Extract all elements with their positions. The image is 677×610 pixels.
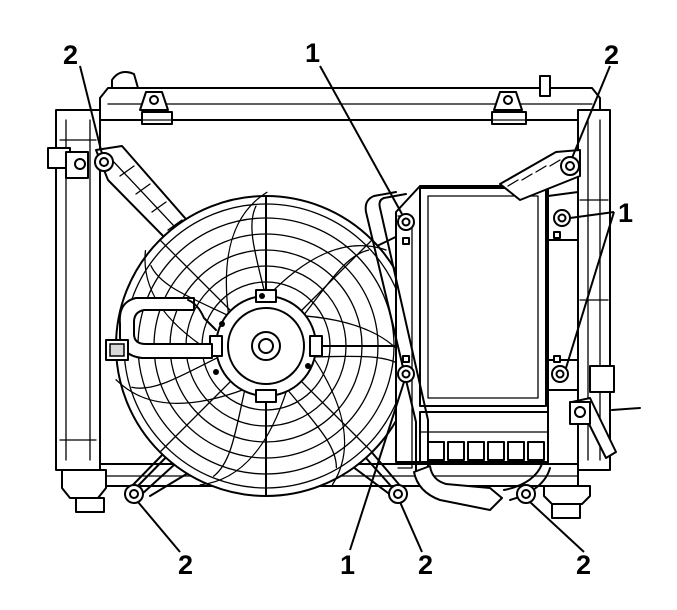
nut-module-upper	[397, 213, 415, 231]
nut-module-lower	[397, 365, 415, 383]
bolt-lower-center	[388, 484, 408, 504]
fan-control-module	[395, 185, 579, 469]
callout-label: 1	[305, 38, 320, 68]
callout-label: 2	[604, 40, 619, 70]
bolt-upper-right	[560, 156, 580, 176]
coolant-hoses	[364, 191, 641, 511]
callout-label: 1	[618, 198, 633, 228]
callout-labels: 2 1 2 1 2 1 2 2	[63, 38, 633, 580]
upper-right-bracket	[499, 149, 581, 201]
callout-label: 2	[576, 550, 591, 580]
bolt-upper-left	[94, 152, 114, 172]
callout-label: 2	[418, 550, 433, 580]
nut-right-upper	[553, 209, 571, 227]
wire-harness-connector	[105, 297, 217, 361]
radiator-frame	[47, 71, 611, 519]
fasteners	[94, 152, 580, 504]
leader-lines	[79, 65, 615, 553]
nut-right-lower	[551, 365, 569, 383]
callout-label: 2	[63, 40, 78, 70]
bolt-lower-right	[516, 484, 536, 504]
callout-label: 1	[340, 550, 355, 580]
callout-label: 2	[178, 550, 193, 580]
bolt-lower-left	[124, 484, 144, 504]
